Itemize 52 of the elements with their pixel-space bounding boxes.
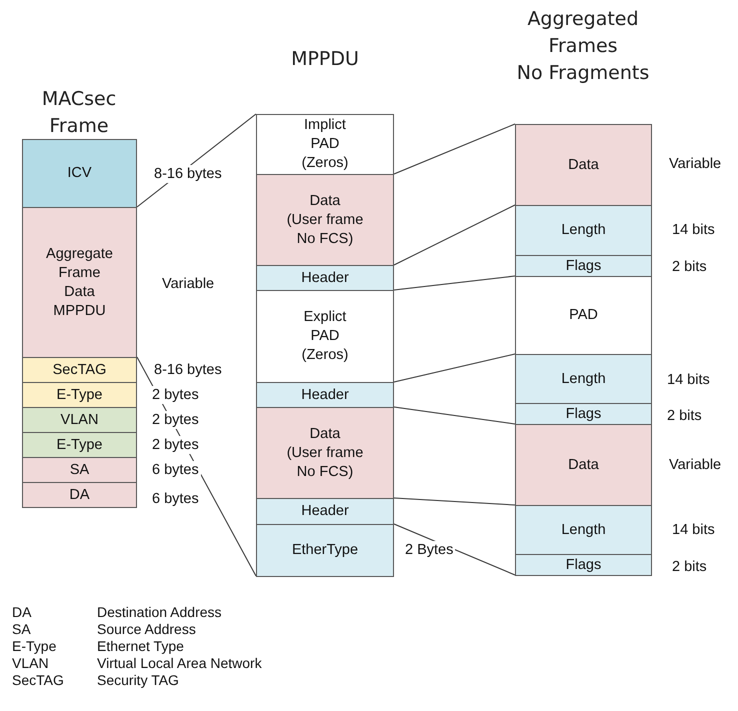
- frame-field: Aggregate Frame Data MPPDU: [22, 207, 137, 358]
- frame-field: DA: [22, 482, 137, 508]
- size-label: 2 Bytes: [403, 541, 456, 559]
- frame-field: Explict PAD (Zeros): [256, 290, 394, 383]
- definition-text: Destination Address: [97, 604, 222, 621]
- frame-field: Implict PAD (Zeros): [256, 114, 394, 175]
- expansion-line: [394, 204, 516, 266]
- frame-field: SA: [22, 457, 137, 483]
- frame-field: Flags: [515, 255, 652, 277]
- definition-text: Virtual Local Area Network: [97, 655, 262, 672]
- frame-field: Header: [256, 498, 394, 525]
- expansion-line: [394, 124, 516, 174]
- frame-field: E-Type: [22, 432, 137, 458]
- frame-field: SecTAG: [22, 357, 137, 383]
- abbreviation-text: DA: [12, 604, 32, 621]
- frame-field: Data: [515, 124, 652, 206]
- frame-field: Flags: [515, 554, 652, 576]
- frame-field: PAD: [515, 276, 652, 355]
- expansion-line: [394, 354, 516, 382]
- definition-text: Security TAG: [97, 672, 179, 689]
- frame-field: EtherType: [256, 524, 394, 577]
- frame-field: Data (User frame No FCS): [256, 407, 394, 499]
- size-label: 8-16 bytes: [152, 361, 224, 379]
- frame-field: Flags: [515, 403, 652, 425]
- frame-field: Data: [515, 424, 652, 506]
- size-label: 6 bytes: [150, 461, 201, 479]
- abbreviation-text: VLAN: [12, 655, 49, 672]
- column-heading: Aggregated Frames No Fragments: [516, 7, 650, 86]
- frame-field: Header: [256, 265, 394, 291]
- size-label: 6 bytes: [150, 490, 201, 508]
- column-heading: MPPDU: [290, 47, 360, 72]
- frame-field: Length: [515, 505, 652, 555]
- frame-field: Data (User frame No FCS): [256, 174, 394, 266]
- abbreviation-text: E-Type: [12, 638, 56, 655]
- size-label: 2 bytes: [150, 411, 201, 429]
- abbreviation-text: SA: [12, 621, 31, 638]
- frame-field: ICV: [22, 139, 137, 208]
- frame-field: E-Type: [22, 382, 137, 408]
- expansion-line: [394, 406, 516, 424]
- column-heading: MACsec Frame: [40, 87, 118, 139]
- size-label: 8-16 bytes: [152, 165, 224, 183]
- abbreviation-text: SecTAG: [12, 672, 64, 689]
- size-label: 2 bytes: [150, 386, 201, 404]
- frame-field: Header: [256, 382, 394, 408]
- definition-text: Ethernet Type: [97, 638, 184, 655]
- expansion-line: [394, 276, 516, 290]
- frame-field: VLAN: [22, 407, 137, 433]
- frame-field: Length: [515, 205, 652, 256]
- expansion-line: [394, 498, 516, 506]
- frame-field: Length: [515, 354, 652, 404]
- size-label: 2 bytes: [150, 436, 201, 454]
- definition-text: Source Address: [97, 621, 196, 638]
